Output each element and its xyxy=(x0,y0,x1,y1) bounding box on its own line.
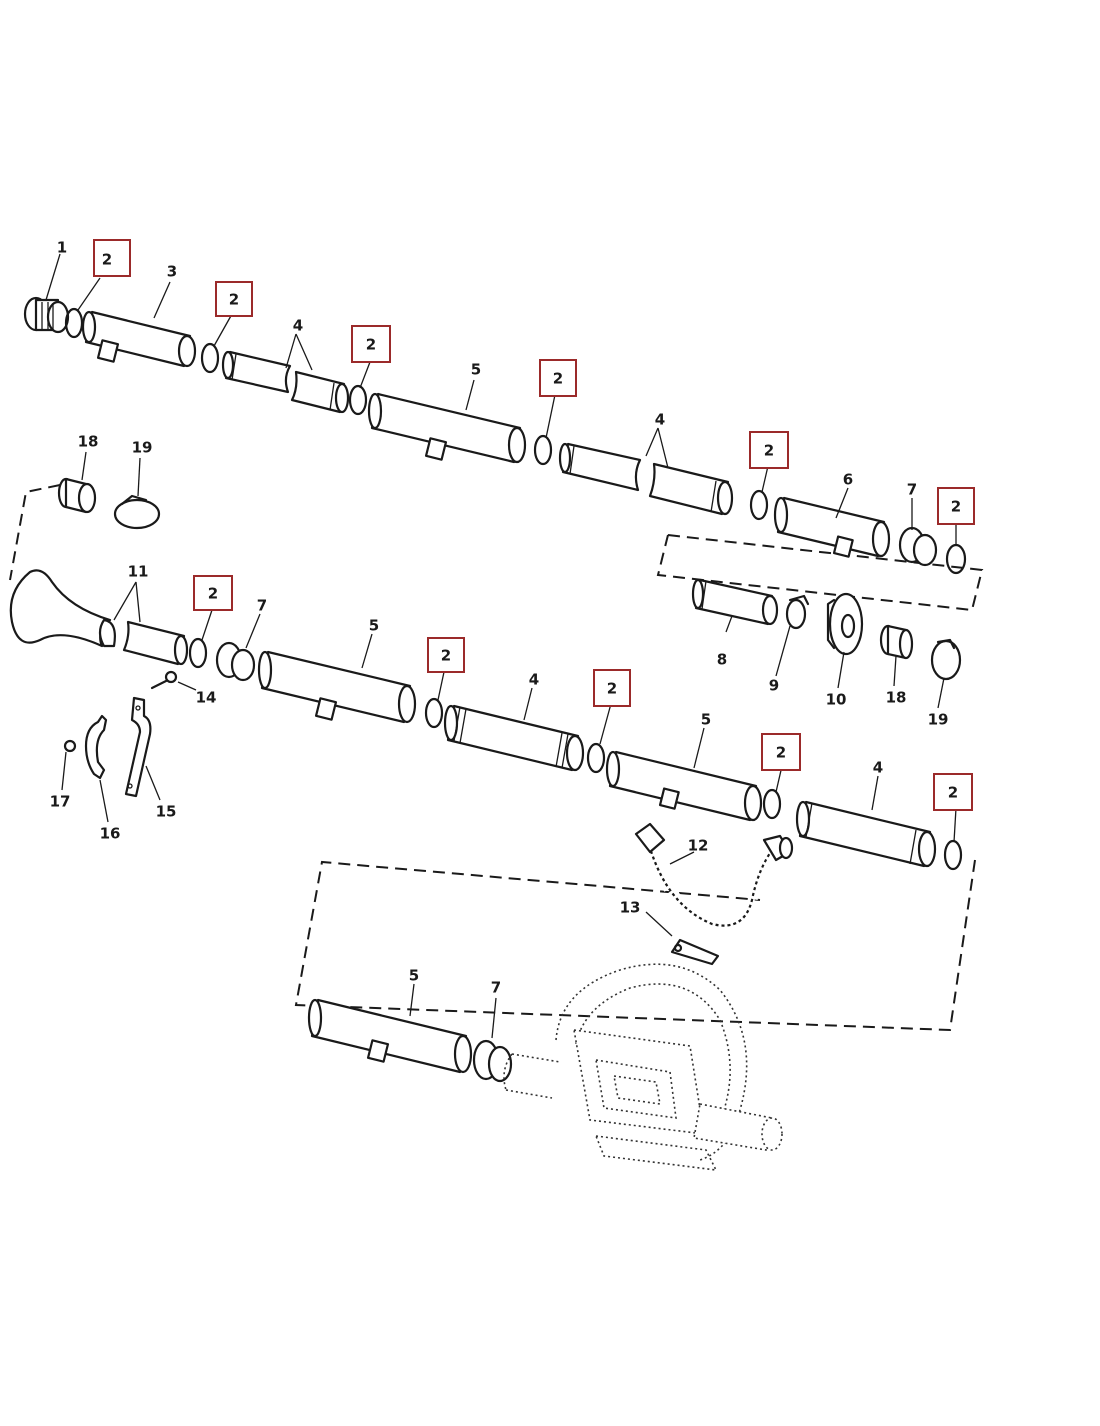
o-ring xyxy=(64,307,84,339)
blower-housing-reference xyxy=(503,963,783,1171)
callout-15: 15 xyxy=(156,803,177,821)
part-tube-5-row2b xyxy=(605,750,763,822)
part-bracket-16 xyxy=(84,714,108,780)
callout-labels: 1 3 4 5 4 6 7 18 19 11 7 5 14 4 5 8 9 10… xyxy=(50,239,949,997)
highlight-box-o-ring: 2 xyxy=(749,431,789,469)
part-coupler-7-row2 xyxy=(215,641,256,682)
callout-4: 4 xyxy=(655,411,665,429)
o-ring xyxy=(586,742,606,774)
svg-text:2: 2 xyxy=(607,680,617,698)
group-boundary-bottom xyxy=(294,859,976,1032)
svg-text:2: 2 xyxy=(553,370,563,388)
callout-8: 8 xyxy=(717,651,727,669)
o-ring xyxy=(424,697,444,729)
callout-4: 4 xyxy=(873,759,883,777)
part-screw-14 xyxy=(150,670,178,690)
callout-5: 5 xyxy=(701,711,711,729)
callout-4: 4 xyxy=(293,317,303,335)
part-tube-4-row1 xyxy=(221,350,350,414)
highlight-box-o-ring: 2 xyxy=(193,575,233,611)
callout-9: 9 xyxy=(769,677,779,695)
callout-13: 13 xyxy=(620,899,641,917)
leader-lines xyxy=(45,253,957,1039)
o-ring xyxy=(533,434,553,466)
part-nut-17 xyxy=(63,739,77,753)
part-coupler-7-bottom xyxy=(472,1039,513,1083)
callout-5: 5 xyxy=(369,617,379,635)
callout-5: 5 xyxy=(471,361,481,379)
callout-18: 18 xyxy=(78,433,99,451)
callout-11: 11 xyxy=(128,563,149,581)
part-hose-12 xyxy=(634,822,794,931)
highlight-box-o-ring: 2 xyxy=(937,487,975,525)
part-flange-10 xyxy=(826,592,864,656)
part-clip-13 xyxy=(670,938,720,966)
highlight-box-o-ring: 2 xyxy=(539,359,577,397)
group-boundary-right-upper xyxy=(656,534,984,612)
part-ring-19-lower xyxy=(930,638,962,681)
part-ring-19-upper xyxy=(113,494,161,530)
part-tube-4-row2b xyxy=(795,800,937,868)
svg-text:2: 2 xyxy=(951,498,961,516)
svg-text:2: 2 xyxy=(948,784,958,802)
o-ring xyxy=(943,839,963,871)
part-tube-5-row2 xyxy=(257,650,417,724)
o-ring xyxy=(200,342,220,374)
part-tube-8 xyxy=(691,578,779,626)
callout-10: 10 xyxy=(826,691,847,709)
highlighted-callouts: 2 2 2 2 2 2 2 2 xyxy=(93,239,975,811)
callout-16: 16 xyxy=(100,825,121,843)
highlight-box-o-ring: 2 xyxy=(593,669,631,707)
callout-19: 19 xyxy=(132,439,153,457)
part-tube-4-row2 xyxy=(443,704,585,772)
part-fitting-1 xyxy=(23,296,70,334)
svg-text:2: 2 xyxy=(208,585,218,603)
callout-14: 14 xyxy=(196,689,217,707)
part-nozzle-11 xyxy=(9,569,189,666)
callout-1: 1 xyxy=(57,239,67,257)
o-ring xyxy=(762,788,782,820)
part-strap-15 xyxy=(124,696,152,798)
callout-4: 4 xyxy=(529,671,539,689)
highlight-box-o-ring: 2 xyxy=(351,325,391,363)
highlight-box-o-ring: 2 xyxy=(215,281,253,317)
highlight-box-o-ring: 2 xyxy=(761,733,801,771)
callout-6: 6 xyxy=(843,471,853,489)
part-coupler-7-row1 xyxy=(898,526,938,567)
highlight-box-o-ring: 2 xyxy=(427,637,465,673)
svg-text:2: 2 xyxy=(366,336,376,354)
callout-5: 5 xyxy=(409,967,419,985)
callout-7: 7 xyxy=(257,597,267,615)
o-ring xyxy=(348,384,368,416)
svg-text:2: 2 xyxy=(229,291,239,309)
o-ring xyxy=(749,489,769,521)
highlight-box-o-ring: 2 xyxy=(933,773,973,811)
callout-18: 18 xyxy=(886,689,907,707)
callout-3: 3 xyxy=(167,263,177,281)
callout-19: 19 xyxy=(928,711,949,729)
svg-text:2: 2 xyxy=(102,251,112,269)
svg-text:2: 2 xyxy=(764,442,774,460)
svg-text:2: 2 xyxy=(441,647,451,665)
group-boundary-left xyxy=(9,484,61,581)
callout-17: 17 xyxy=(50,793,71,811)
part-tube-3 xyxy=(81,310,197,368)
part-tube-5-row1 xyxy=(367,392,527,464)
callout-7: 7 xyxy=(907,481,917,499)
callout-12: 12 xyxy=(688,837,709,855)
svg-text:2: 2 xyxy=(776,744,786,762)
part-tube-6 xyxy=(773,496,891,558)
part-tube-5-bottom xyxy=(307,998,473,1074)
part-cap-18-lower xyxy=(879,624,914,660)
o-ring xyxy=(945,543,967,575)
part-tube-4-row1b xyxy=(558,442,734,516)
highlight-box-o-ring: 2 xyxy=(93,239,131,277)
part-cap-18-upper xyxy=(57,477,97,514)
o-ring xyxy=(188,637,208,669)
callout-7: 7 xyxy=(491,979,501,997)
part-clamp-9 xyxy=(785,594,810,630)
